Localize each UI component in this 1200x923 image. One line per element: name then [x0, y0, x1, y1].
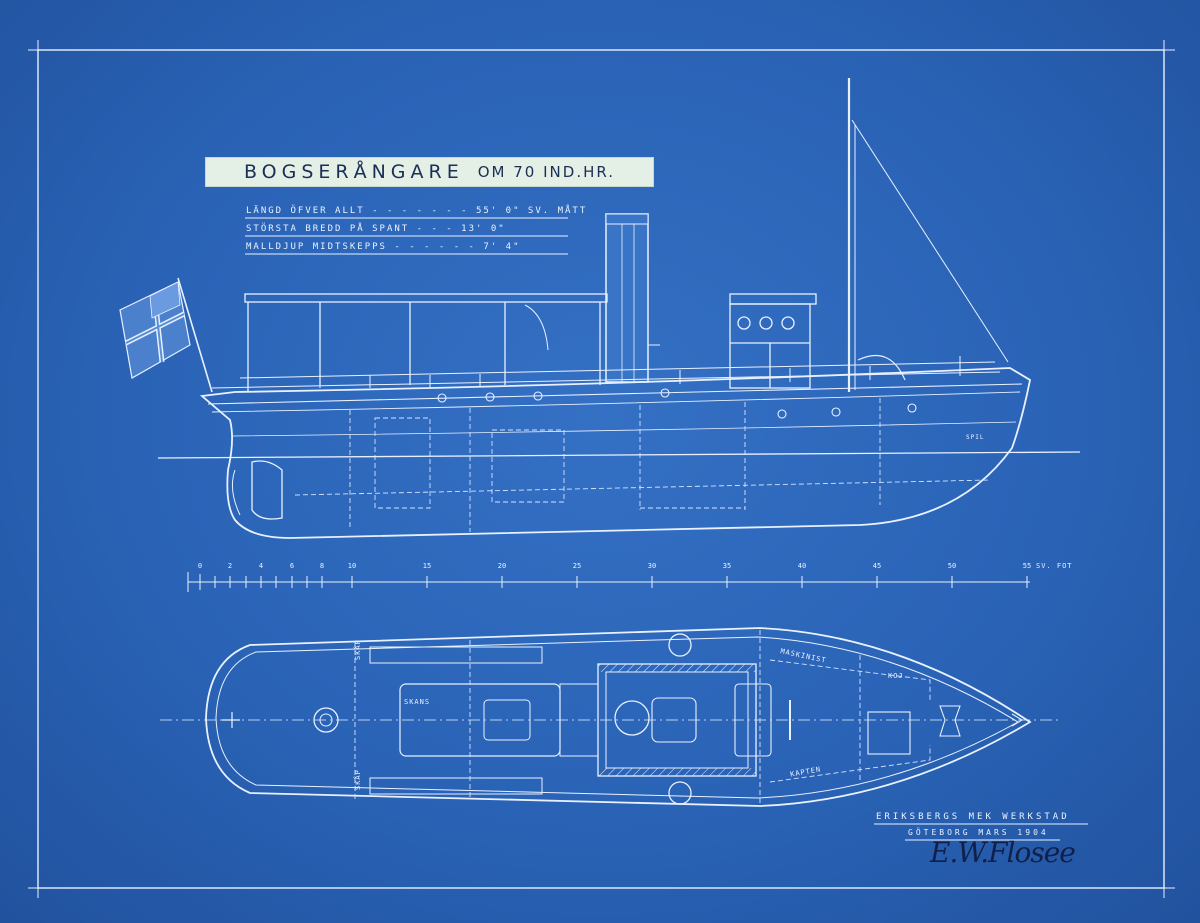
spec-label-depth: MALLDJUP MIDTSKEPPS: [246, 242, 387, 252]
maker-place-date: GÖTEBORG MARS 1904: [908, 828, 1049, 837]
hatched-casing-top: [598, 664, 756, 672]
scale-tick-label: 45: [872, 562, 882, 570]
scale-tick-label: 20: [497, 562, 507, 570]
title-strip: BOGSERÅNGARE OM 70 IND.HR.: [205, 157, 654, 187]
scale-tick-label: 40: [797, 562, 807, 570]
hull-internals: [294, 398, 991, 532]
spec-value-beam: 13' 0": [461, 224, 506, 234]
hull-plan: [160, 627, 1060, 807]
room-label-koj: KOJ: [888, 672, 904, 680]
ensign-flag: [119, 277, 213, 393]
title-main: BOGSERÅNGARE: [243, 161, 464, 183]
scale-tick-label: 15: [422, 562, 432, 570]
spec-label-beam: STÖRSTA BREDD PÅ SPANT: [246, 224, 410, 234]
spec-label-length: LÄNGD ÖFVER ALLT: [246, 206, 365, 216]
scale-unit-label: SV. FOT: [1036, 562, 1073, 570]
title-sub: OM 70 IND.HR.: [477, 163, 616, 181]
scale-tick-label: 25: [572, 562, 582, 570]
scale-tick-label: 30: [647, 562, 657, 570]
funnel: [605, 213, 660, 383]
plan-bulkheads: [354, 630, 931, 806]
scale-tick-label: 10: [347, 562, 357, 570]
maker-underlines: [874, 823, 1088, 841]
mast: [847, 78, 1009, 392]
scale-tick-label: 35: [722, 562, 732, 570]
scale-tick-label: 55: [1022, 562, 1032, 570]
hull-profile: [199, 367, 1032, 539]
spec-unit: SV. MÅTT: [527, 206, 588, 216]
room-label-skap-bottom: SKÅP: [354, 769, 362, 790]
scale-tick-label: 2: [227, 562, 233, 570]
spec-row-2: STÖRSTA BREDD PÅ SPANT - - - 13' 0": [246, 224, 506, 234]
spec-value-depth: 7' 4": [483, 242, 521, 252]
signature: E.W.Flosee: [930, 836, 1076, 869]
scale-bar: [187, 572, 1030, 592]
scale-tick-label: 8: [319, 562, 325, 570]
waterline: [157, 451, 1081, 459]
scale-tick-label: 0: [197, 562, 203, 570]
scale-tick-label: 6: [289, 562, 295, 570]
maker-yard: ERIKSBERGS MEK WERKSTAD: [876, 812, 1070, 822]
room-label-spil: SPIL: [966, 434, 985, 441]
scale-tick-label: 50: [947, 562, 957, 570]
room-label-skap-top: SKÅP: [354, 639, 362, 660]
spec-value-length: 55' 0": [475, 206, 521, 216]
spec-row-3: MALLDJUP MIDTSKEPPS - - - - - - 7' 4": [246, 242, 521, 252]
hatched-casing-bottom: [598, 768, 756, 776]
room-label-skans: SKANS: [404, 698, 431, 706]
spec-row-1: LÄNGD ÖFVER ALLT - - - - - - - 55' 0" SV…: [246, 206, 588, 216]
spec-table-lines: [245, 217, 568, 255]
deckhouse: [244, 293, 817, 392]
scale-tick-label: 4: [258, 562, 264, 570]
